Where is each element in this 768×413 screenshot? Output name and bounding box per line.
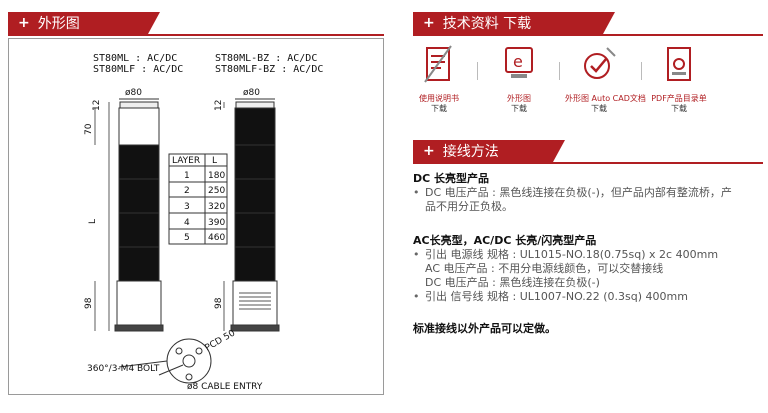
tower-right: ø80 [230, 88, 280, 332]
layer-table: LAYER L 1 180 2 250 3 320 4 390 5 460 [168, 153, 228, 245]
download-label: 外形图 Auto CAD文档 [565, 94, 646, 103]
list-item: • 引出 电源线 规格 : UL1015-NO.18(0.75sq) x 2c … [413, 248, 719, 261]
list-item: • 引出 信号线 规格 : UL1007-NO.22 (0.3sq) 400mm [413, 290, 688, 303]
table-cell: 5 [184, 233, 190, 243]
cable-entry-label: ø8 CABLE ENTRY [187, 382, 263, 392]
download-sub: 下载 [511, 104, 527, 113]
table-cell: 460 [208, 233, 225, 243]
table-cell: 250 [208, 186, 225, 196]
table-cell: 1 [184, 171, 190, 181]
plus-icon: + [423, 15, 435, 31]
section-title: 接线方法 [442, 144, 499, 160]
dim-12-left: 12 [92, 100, 102, 111]
download-sub: 下载 [671, 104, 687, 113]
section-header-tech-docs: + 技术资料 下载 [413, 12, 763, 36]
plus-icon: + [423, 143, 435, 159]
wiring-instructions: DC 长亮型产品 • DC 电压产品 : 黑色线连接在负极(-)，但产品内部有整… [413, 172, 765, 336]
pdf-catalog-icon [667, 47, 691, 81]
download-sub: 下载 [431, 104, 447, 113]
outline-drawing: ST80ML : AC/DC ST80MLF : AC/DC ST80ML-BZ… [8, 38, 384, 395]
drawing-e-icon: e [505, 47, 533, 78]
section-header-wiring: + 接线方法 [413, 140, 763, 164]
table-header-layer: LAYER [172, 156, 200, 166]
section-header-drawing: + 外形图 [8, 12, 384, 36]
model-label-left-2: ST80MLF : AC/DC [93, 64, 183, 75]
cad-icon [584, 47, 616, 79]
table-cell: 2 [184, 186, 190, 196]
table-cell: 320 [208, 202, 225, 212]
diameter-label: ø80 [125, 88, 142, 98]
plus-icon: + [18, 15, 30, 31]
dim-98-left: 98 [84, 297, 94, 309]
table-cell: 180 [208, 171, 225, 181]
custom-note: 标准接线以外产品可以定做。 [413, 322, 556, 335]
model-label-right-2: ST80MLF-BZ : AC/DC [215, 64, 323, 75]
table-cell: 390 [208, 218, 225, 228]
outline-drawing-svg: ST80ML : AC/DC ST80MLF : AC/DC ST80ML-BZ… [84, 53, 323, 392]
bottom-view [118, 338, 212, 384]
list-subitem: AC 电压产品 : 不用分电源线颜色，可以交替接线 [425, 262, 664, 275]
table-header-L: L [212, 156, 217, 166]
section-title: 外形图 [37, 16, 80, 32]
dim-12-right: 12 [214, 100, 224, 111]
download-label: 使用说明书 [419, 94, 459, 103]
download-label: PDF产品目录单 [651, 94, 707, 103]
download-pdf-catalog[interactable]: PDF产品目录单 下载 [645, 44, 713, 114]
dim-L: L [88, 219, 98, 224]
download-sub: 下载 [591, 104, 607, 113]
model-label-left-1: ST80ML : AC/DC [93, 53, 177, 64]
list-subitem: DC 电压产品 : 黑色线连接在负极(-) [425, 276, 600, 289]
manual-icon [424, 45, 452, 83]
list-item: • DC 电压产品 : 黑色线连接在负极(-)，但产品内部有整流桥，产品不用分正… [413, 186, 732, 213]
bolt-label: 360°/3-M4 BOLT [87, 364, 160, 374]
tower-left: ø80 [114, 88, 164, 332]
download-label: 外形图 [507, 94, 531, 103]
download-cad[interactable]: 外形图 Auto CAD文档 下载 [565, 44, 646, 114]
table-cell: 3 [184, 202, 190, 212]
diameter-label: ø80 [243, 88, 260, 98]
dc-section-title: DC 长亮型产品 [413, 172, 490, 185]
svg-text:e: e [513, 52, 523, 71]
download-manual[interactable]: 使用说明书 下载 [405, 44, 473, 114]
section-title: 技术资料 下载 [442, 16, 532, 32]
downloads-row: 使用说明书 下载 e 外形图 下载 外形图 Auto CAD文档 下载 PDF产… [413, 44, 763, 122]
download-drawing[interactable]: e 外形图 下载 [485, 44, 553, 114]
table-cell: 4 [184, 218, 190, 228]
model-label-right-1: ST80ML-BZ : AC/DC [215, 53, 317, 64]
pcd-label: PCD 50 [204, 328, 238, 353]
dim-98-right: 98 [214, 297, 224, 309]
ac-section-title: AC长亮型，AC/DC 长亮/闪亮型产品 [413, 234, 597, 247]
dim-70: 70 [84, 123, 94, 135]
